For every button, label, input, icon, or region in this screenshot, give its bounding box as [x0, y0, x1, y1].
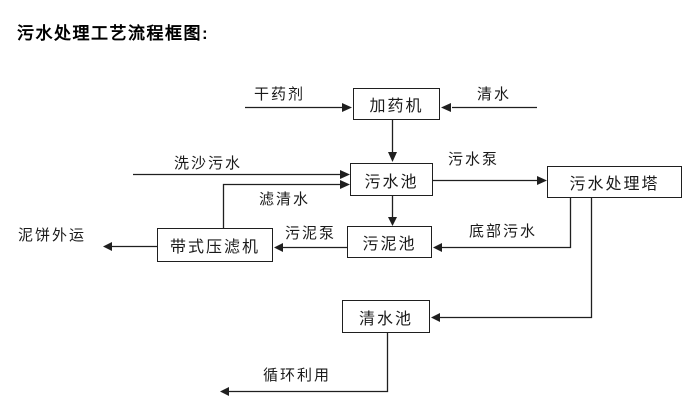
node-treatment-tower: 污水处理塔 — [547, 166, 682, 198]
flow-label-recycled-use: 循环利用 — [263, 367, 332, 384]
flow-line-bottom-sewage — [442, 198, 572, 249]
flow-label-sand-wash-sewage: 洗沙污水 — [174, 155, 243, 172]
node-clean-water-pool-label: 清水池 — [358, 310, 413, 328]
arrowhead-mud-cake-out — [103, 242, 112, 251]
flow-line-recycled-use — [229, 333, 389, 393]
node-sewage-pool-label: 污水池 — [364, 173, 419, 191]
flow-label-sewage-pump: 污水泵 — [448, 151, 500, 168]
node-sludge-pool: 污泥池 — [347, 226, 432, 258]
node-belt-filter-press-label: 带式压滤机 — [169, 239, 260, 256]
flow-label-bottom-sewage: 底部污水 — [469, 223, 538, 240]
node-dosing-machine: 加药机 — [353, 88, 440, 120]
arrowhead-tower-to-clean-pool — [431, 313, 440, 322]
node-sewage-pool: 污水池 — [350, 163, 433, 196]
arrowhead-sewage-to-sludge — [388, 217, 397, 226]
arrowhead-filtered-water — [340, 180, 350, 189]
node-dosing-machine-label: 加药机 — [369, 98, 424, 115]
flow-label-filtered-water: 滤清水 — [259, 191, 311, 208]
node-clean-water-pool: 清水池 — [342, 300, 430, 333]
arrowhead-dosing-to-sewage — [388, 152, 397, 162]
arrowhead-sewage-pump — [537, 176, 547, 185]
arrowhead-bottom-sewage — [433, 243, 442, 252]
arrowhead-recycled-use — [220, 387, 229, 396]
flow-line-filtered-water — [222, 183, 341, 228]
node-belt-filter-press: 带式压滤机 — [157, 228, 273, 262]
flow-label-sludge-pump: 污泥泵 — [285, 225, 337, 242]
flow-line-tower-to-clean-pool — [440, 198, 593, 319]
page-title: 污水处理工艺流程框图: — [17, 24, 210, 43]
arrowhead-sludge-pump — [274, 243, 283, 252]
arrowhead-dry-agent — [342, 103, 352, 112]
flow-label-mud-cake-out: 泥饼外运 — [18, 227, 87, 244]
arrowhead-sand-wash — [340, 170, 350, 179]
node-treatment-tower-label: 污水处理塔 — [569, 176, 660, 193]
node-sludge-pool-label: 污泥池 — [362, 236, 417, 253]
arrowhead-clean-water — [441, 103, 451, 112]
flow-label-dry-agent: 干药剂 — [254, 86, 306, 103]
flow-label-clean-water: 清水 — [477, 86, 512, 103]
